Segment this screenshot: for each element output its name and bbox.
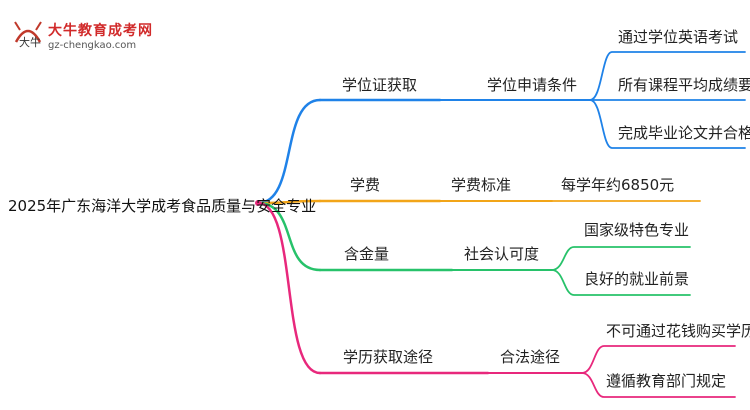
child-label-degree: 学位申请条件: [487, 76, 578, 94]
leaf-line-0-2: [589, 99, 746, 149]
branch-curve-2: [256, 201, 322, 272]
leaf-path-1: 不可通过花钱购买学历: [606, 322, 750, 340]
root-node: 2025年广东海洋大学成考食品质量与安全专业: [8, 197, 317, 215]
site-logo[interactable]: 大牛 大牛教育成考网 gz-chengkao.com: [6, 10, 176, 56]
logo-name: 大牛教育成考网: [48, 23, 153, 39]
leaf-degree-1: 通过学位英语考试: [618, 28, 739, 46]
leaf-tuition-1: 每学年约6850元: [561, 176, 675, 194]
leaf-line-2-0: [551, 246, 691, 271]
branch-label-value: 含金量: [344, 245, 390, 263]
leaf-degree-3: 完成毕业论文并合格: [618, 124, 750, 142]
child-label-path: 合法途径: [500, 348, 561, 366]
branch-label-path: 学历获取途径: [343, 348, 434, 366]
leaf-line-3-0: [581, 345, 736, 374]
logo-mark-text: 大牛: [19, 35, 41, 49]
root-junction-dot: [255, 200, 261, 206]
leaf-line-0-0: [589, 51, 746, 101]
branch-label-degree: 学位证获取: [342, 76, 418, 94]
leaf-line-3-1: [581, 372, 736, 398]
leaf-degree-2: 所有课程平均成绩要求: [618, 76, 750, 94]
leaf-path-2: 遵循教育部门规定: [606, 372, 727, 390]
branch-curve-3: [256, 201, 322, 375]
branch-label-tuition: 学费: [350, 176, 381, 194]
logo-url: gz-chengkao.com: [48, 40, 137, 51]
leaf-line-2-1: [551, 269, 691, 296]
child-label-value: 社会认可度: [464, 245, 540, 263]
leaf-value-1: 国家级特色专业: [584, 221, 690, 239]
branch-curve-0: [256, 98, 322, 205]
child-label-tuition: 学费标准: [451, 176, 512, 194]
leaf-value-2: 良好的就业前景: [584, 270, 690, 288]
bull-logo-icon: 大牛: [14, 21, 42, 49]
branch-curve-1: [256, 199, 322, 205]
